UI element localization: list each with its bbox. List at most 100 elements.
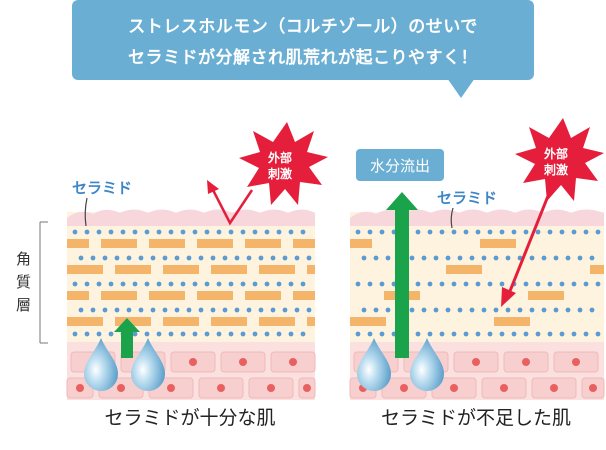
moisture-dot xyxy=(385,255,391,261)
moisture-dot xyxy=(571,281,577,287)
moisture-dot xyxy=(517,307,523,313)
moisture-dot xyxy=(162,307,168,313)
ceramide-brick xyxy=(494,317,530,326)
moisture-dot xyxy=(379,331,385,337)
cell-nucleus xyxy=(522,358,530,366)
moisture-dot xyxy=(270,307,276,313)
moisture-dot xyxy=(511,331,517,337)
moisture-dot xyxy=(204,229,210,235)
ceramide-brick xyxy=(115,265,151,274)
penetrating-stimulus-arrow xyxy=(506,195,550,297)
moisture-dot xyxy=(427,281,433,287)
ceramide-brick xyxy=(67,265,103,274)
moisture-dot xyxy=(547,331,553,337)
moisture-dot xyxy=(583,331,589,337)
moisture-dot xyxy=(415,229,421,235)
moisture-dot xyxy=(463,229,469,235)
ceramide-brick xyxy=(446,265,482,274)
right-caption: セラミドが不足した肌 xyxy=(381,407,571,429)
ceramide-brick xyxy=(245,291,281,300)
moisture-dot xyxy=(499,281,505,287)
moisture-dot xyxy=(150,255,156,261)
moisture-dot xyxy=(306,255,312,261)
cell-nucleus xyxy=(472,358,480,366)
moisture-dot xyxy=(78,255,84,261)
moisture-dot xyxy=(541,307,547,313)
moisture-dot xyxy=(409,307,415,313)
moisture-dot xyxy=(409,255,415,261)
cell-nucleus xyxy=(289,358,297,366)
moisture-dot xyxy=(72,229,78,235)
moisture-dot xyxy=(240,281,246,287)
moisture-dot xyxy=(132,331,138,337)
moisture-dot xyxy=(475,229,481,235)
moisture-dot xyxy=(126,307,132,313)
moisture-dot xyxy=(565,307,571,313)
moisture-dot xyxy=(288,229,294,235)
moisture-dot xyxy=(294,255,300,261)
moisture-dot xyxy=(204,281,210,287)
moisture-dot xyxy=(523,229,529,235)
ceramide-brick xyxy=(67,291,89,300)
moisture-dot xyxy=(96,281,102,287)
moisture-dot xyxy=(361,307,367,313)
moisture-dot xyxy=(463,281,469,287)
moisture-dot xyxy=(84,331,90,337)
ceramide-brick xyxy=(480,239,516,248)
ceramide-brick xyxy=(350,317,386,326)
moisture-dot xyxy=(198,255,204,261)
ceramide-brick xyxy=(293,239,315,248)
external-stimulus-star-icon xyxy=(515,118,604,201)
moisture-dot xyxy=(583,229,589,235)
moisture-dot xyxy=(72,281,78,287)
right-ceramide-pointer xyxy=(450,207,454,229)
moisture-dot xyxy=(252,229,258,235)
moisture-dot xyxy=(288,281,294,287)
side-label-2: 質 xyxy=(16,273,31,291)
moisture-dot xyxy=(138,307,144,313)
moisture-dot xyxy=(228,281,234,287)
moisture-dot xyxy=(144,331,150,337)
moisture-dot xyxy=(186,307,192,313)
right-ceramide-label: セラミド xyxy=(437,189,497,207)
moisture-dot xyxy=(565,255,571,261)
ceramide-brick xyxy=(590,265,604,274)
moisture-dot xyxy=(192,281,198,287)
moisture-dot xyxy=(102,255,108,261)
moisture-dot xyxy=(361,255,367,261)
moisture-dot xyxy=(559,229,565,235)
water-drop xyxy=(357,338,391,391)
left-stimulus-line1: 外部 xyxy=(268,150,292,165)
moisture-dot xyxy=(216,229,222,235)
moisture-dot xyxy=(108,229,114,235)
moisture-dot xyxy=(168,331,174,337)
moisture-dot xyxy=(198,307,204,313)
moisture-dot xyxy=(547,229,553,235)
moisture-dot xyxy=(264,331,270,337)
moisture-dot xyxy=(282,255,288,261)
cell-nucleus xyxy=(303,384,311,392)
moisture-dot xyxy=(228,331,234,337)
cell-nucleus xyxy=(239,358,247,366)
moisture-dot xyxy=(427,229,433,235)
moisture-dot xyxy=(385,307,391,313)
moisture-dot xyxy=(553,307,559,313)
moisture-dot xyxy=(487,229,493,235)
cell-nucleus xyxy=(450,384,458,392)
ceramide-brick xyxy=(197,239,233,248)
moisture-dot xyxy=(180,229,186,235)
moisture-dot xyxy=(355,281,361,287)
moisture-dot xyxy=(367,331,373,337)
cell-nucleus xyxy=(267,384,275,392)
moisture-dot xyxy=(433,255,439,261)
moisture-dot xyxy=(535,281,541,287)
moisture-dot xyxy=(174,307,180,313)
moisture-dot xyxy=(72,331,78,337)
moisture-dot xyxy=(451,281,457,287)
deflected-arrowhead-icon xyxy=(207,180,219,194)
moisture-dot xyxy=(222,255,228,261)
ceramide-brick xyxy=(67,317,103,326)
moisture-dot xyxy=(252,331,258,337)
moisture-dot xyxy=(186,255,192,261)
ceramide-brick xyxy=(101,291,137,300)
